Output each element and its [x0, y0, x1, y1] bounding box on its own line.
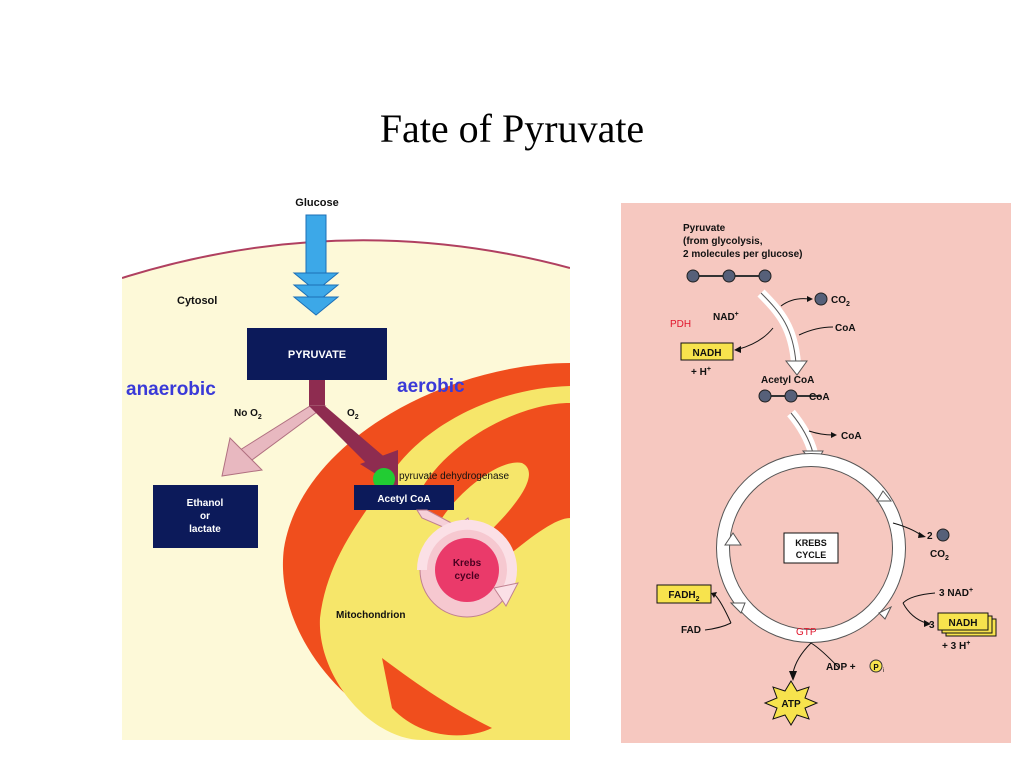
glucose-arrow	[292, 214, 340, 316]
adp-label: ADP +	[826, 662, 856, 673]
ethanol-lactate-box	[153, 485, 258, 548]
pi-sub-label: i	[883, 668, 884, 674]
h-plus-label-1: + H+	[691, 366, 711, 378]
glucose-label: Glucose	[295, 197, 338, 209]
pyruvate-label: Pyruvate	[288, 349, 346, 361]
or-label: or	[200, 511, 210, 522]
acetyl-coa-box	[354, 485, 454, 510]
pdh-label: pyruvate dehydrogenase	[399, 471, 510, 482]
co2-molecule-2	[936, 528, 950, 542]
pyruvate-fate-diagram: Glucose Cytosol Pyruvate anaerobic aerob…	[122, 197, 570, 740]
krebs-title-2: cycle	[796, 550, 827, 560]
krebs-cycle	[416, 519, 519, 618]
ethanol-label: Ethanol	[187, 498, 224, 509]
krebs-label-1: Krebs	[453, 558, 482, 569]
krebs-cycle-detail-diagram: Pyruvate (from glycolysis, 2 molecules p…	[621, 203, 1011, 743]
slide-title: Fate of Pyruvate	[379, 106, 645, 151]
lactate-label: lactate	[189, 524, 221, 535]
cell-membrane	[122, 239, 570, 279]
atp-label: ATP	[781, 699, 801, 710]
three-nad-label: 3 NAD+	[939, 587, 973, 599]
nad-plus-label: NAD+	[713, 311, 739, 323]
nadh-label-2: NADH	[949, 618, 978, 629]
pyruvate-title-3: 2 molecules per glucose)	[683, 249, 803, 260]
nadh-box-1	[680, 342, 734, 361]
o2-label: O2	[347, 408, 359, 421]
aerobic-label: aerobic	[397, 376, 465, 397]
gtp-label: GTP	[796, 627, 817, 638]
mitochondrion-cristae	[418, 403, 570, 581]
co2-label-1: CO2	[831, 295, 850, 308]
fad-label: FAD	[681, 625, 701, 636]
pyruvate-title-2: (from glycolysis,	[683, 236, 763, 247]
branch-stem	[309, 380, 325, 410]
pi-label: P	[873, 663, 879, 672]
detail-background	[621, 203, 1011, 743]
coa-in-label: CoA	[835, 323, 856, 334]
nadh-label-1: NADH	[693, 348, 722, 359]
pyruvate-box	[247, 328, 387, 380]
acetyl-coa-molecule	[758, 389, 821, 403]
fadh2-box	[656, 584, 712, 604]
coa-out-label: CoA	[841, 431, 862, 442]
co2-count-label: 2	[927, 531, 933, 542]
mitochondrion-label: Mitochondrion	[336, 610, 405, 621]
nadh-box-2	[937, 612, 989, 631]
pi-circle	[869, 659, 883, 673]
fadh2-label: FADH2	[668, 590, 699, 603]
co2-molecule	[814, 292, 828, 306]
acetyl-coa-label: Acetyl CoA	[377, 494, 430, 505]
krebs-title-1: Krebs	[795, 538, 827, 548]
no-o2-label: No O2	[234, 408, 262, 421]
cytosol-label: Cytosol	[177, 295, 217, 307]
pyruvate-title-1: Pyruvate	[683, 223, 726, 234]
pdh-label: PDH	[670, 319, 691, 330]
krebs-label-2: cycle	[454, 571, 479, 582]
pdh-enzyme-dot	[373, 468, 395, 490]
three-label: 3	[929, 620, 935, 631]
pyruvate-molecule	[686, 269, 772, 283]
acetyl-coa-label: Acetyl CoA	[761, 375, 814, 386]
krebs-cycle-ring	[716, 453, 906, 643]
anaerobic-label: anaerobic	[126, 379, 216, 400]
coa-attached-label: CoA	[809, 392, 830, 403]
co2-label-2: CO2	[930, 549, 949, 562]
atp-starburst	[763, 680, 819, 726]
three-h-label: + 3 H+	[942, 640, 970, 652]
krebs-cycle-box	[783, 532, 839, 564]
